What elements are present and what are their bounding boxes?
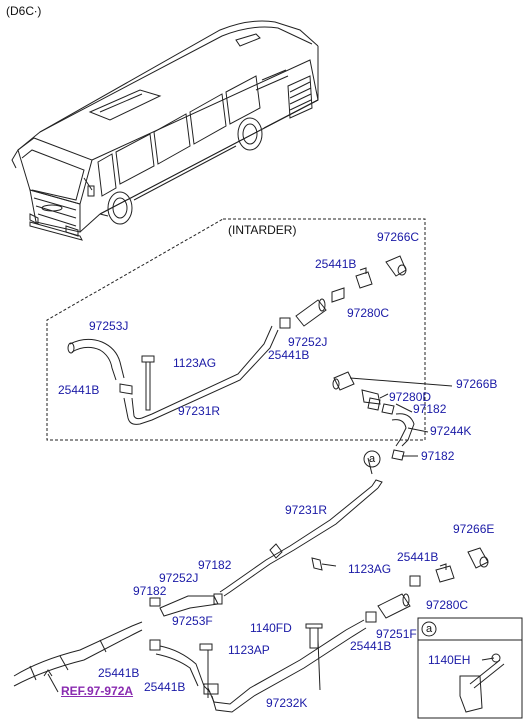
engine-code-title: (D6C∙) [6,4,41,18]
part-label-97182[interactable]: 97182 [421,449,455,463]
engine-code: (D6C [6,4,35,18]
part-label-97266C[interactable]: 97266C [377,230,420,244]
part-label-25441B[interactable]: 25441B [98,666,140,680]
intarder-group-label: (INTARDER) [228,223,297,237]
part-label-97266B[interactable]: 97266B [456,377,498,391]
part-label-97280D[interactable]: 97280D [389,390,432,404]
part-label-1140EH[interactable]: 1140EH [428,653,471,667]
bus-illustration [11,20,319,241]
part-label-97253F[interactable]: 97253F [172,614,213,628]
reference-link[interactable]: REF.97-972A [61,684,134,698]
part-label-1123AP[interactable]: 1123AP [228,643,270,657]
part-label-25441B[interactable]: 25441B [397,550,439,564]
part-label-97280C[interactable]: 97280C [426,598,469,612]
tube-97231R [219,485,373,593]
part-label-97266E[interactable]: 97266E [453,522,495,536]
part-label-97232K[interactable]: 97232K [266,696,308,710]
part-label-97252J[interactable]: 97252J [288,335,328,349]
part-label-97252J[interactable]: 97252J [159,571,199,585]
part-label-97244K[interactable]: 97244K [430,424,472,438]
part-label-1123AG[interactable]: 1123AG [348,562,392,576]
part-label-97253J[interactable]: 97253J [89,319,129,333]
part-label-1123AG[interactable]: 1123AG [173,356,217,370]
part-label-25441B[interactable]: 25441B [350,639,392,653]
part-label-97251F[interactable]: 97251F [376,627,417,641]
part-label-97280C[interactable]: 97280C [347,306,390,320]
part-label-25441B[interactable]: 25441B [144,680,186,694]
hose-97253J [67,338,125,381]
part-label-97182[interactable]: 97182 [198,558,232,572]
detail-box-a-marker: a [425,623,433,635]
detail-marker-a[interactable]: a [368,453,376,465]
part-label-1140FD[interactable]: 1140FD [250,621,292,635]
detail-box-a [417,617,523,719]
part-label-97231R[interactable]: 97231R [285,503,328,517]
part-label-25441B[interactable]: 25441B [58,383,100,397]
part-label-25441B[interactable]: 25441B [315,257,357,271]
part-label-25441B[interactable]: 25441B [268,348,310,362]
engine-code-suffix: ∙) [34,4,42,18]
part-label-97182[interactable]: 97182 [133,584,167,598]
intarder-group-border [46,218,426,441]
part-label-97231R[interactable]: 97231R [178,404,221,418]
part-label-97182[interactable]: 97182 [413,402,447,416]
